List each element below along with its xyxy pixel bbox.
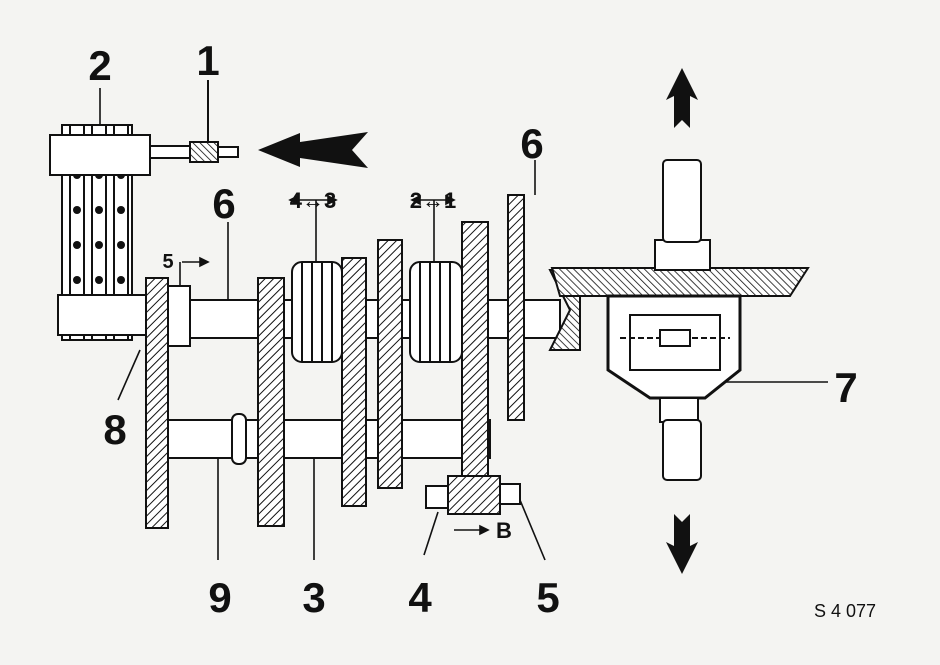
drive-chain [49, 124, 151, 341]
label-housing: 7 [834, 364, 857, 411]
shift-label-small: 5 [162, 251, 173, 273]
label-chain-tensioner: 1 [196, 37, 219, 84]
output-housing [550, 159, 810, 481]
label-sleeve: 4 [408, 574, 432, 621]
label-bearing: 8 [103, 406, 126, 453]
label-shaft-right: 6 [520, 120, 543, 167]
shift-label-right: 2↔1 [410, 188, 456, 213]
direction-arrow-up [666, 68, 698, 128]
reference-code: S 4 077 [814, 601, 876, 621]
shift-label-left: 4↔3 [290, 188, 336, 213]
label-countershaft: 9 [208, 574, 231, 621]
shift-label-b: B [496, 518, 512, 543]
synchro-sleeve-right [409, 261, 463, 363]
chain-tensioner [149, 80, 239, 163]
direction-arrow-down [666, 514, 698, 574]
shift-arrows [179, 194, 490, 536]
label-chain: 2 [88, 42, 111, 89]
direction-arrow-left [258, 132, 368, 168]
shift-block [425, 475, 521, 515]
leader-lines [99, 88, 828, 561]
shaft-hub [167, 285, 191, 347]
gear-plates [145, 194, 525, 529]
label-gear-cluster: 3 [302, 574, 325, 621]
label-pin: 5 [536, 574, 559, 621]
synchro-sleeve-left [291, 261, 343, 363]
label-shaft-left: 6 [212, 180, 235, 227]
countershaft [159, 413, 491, 465]
